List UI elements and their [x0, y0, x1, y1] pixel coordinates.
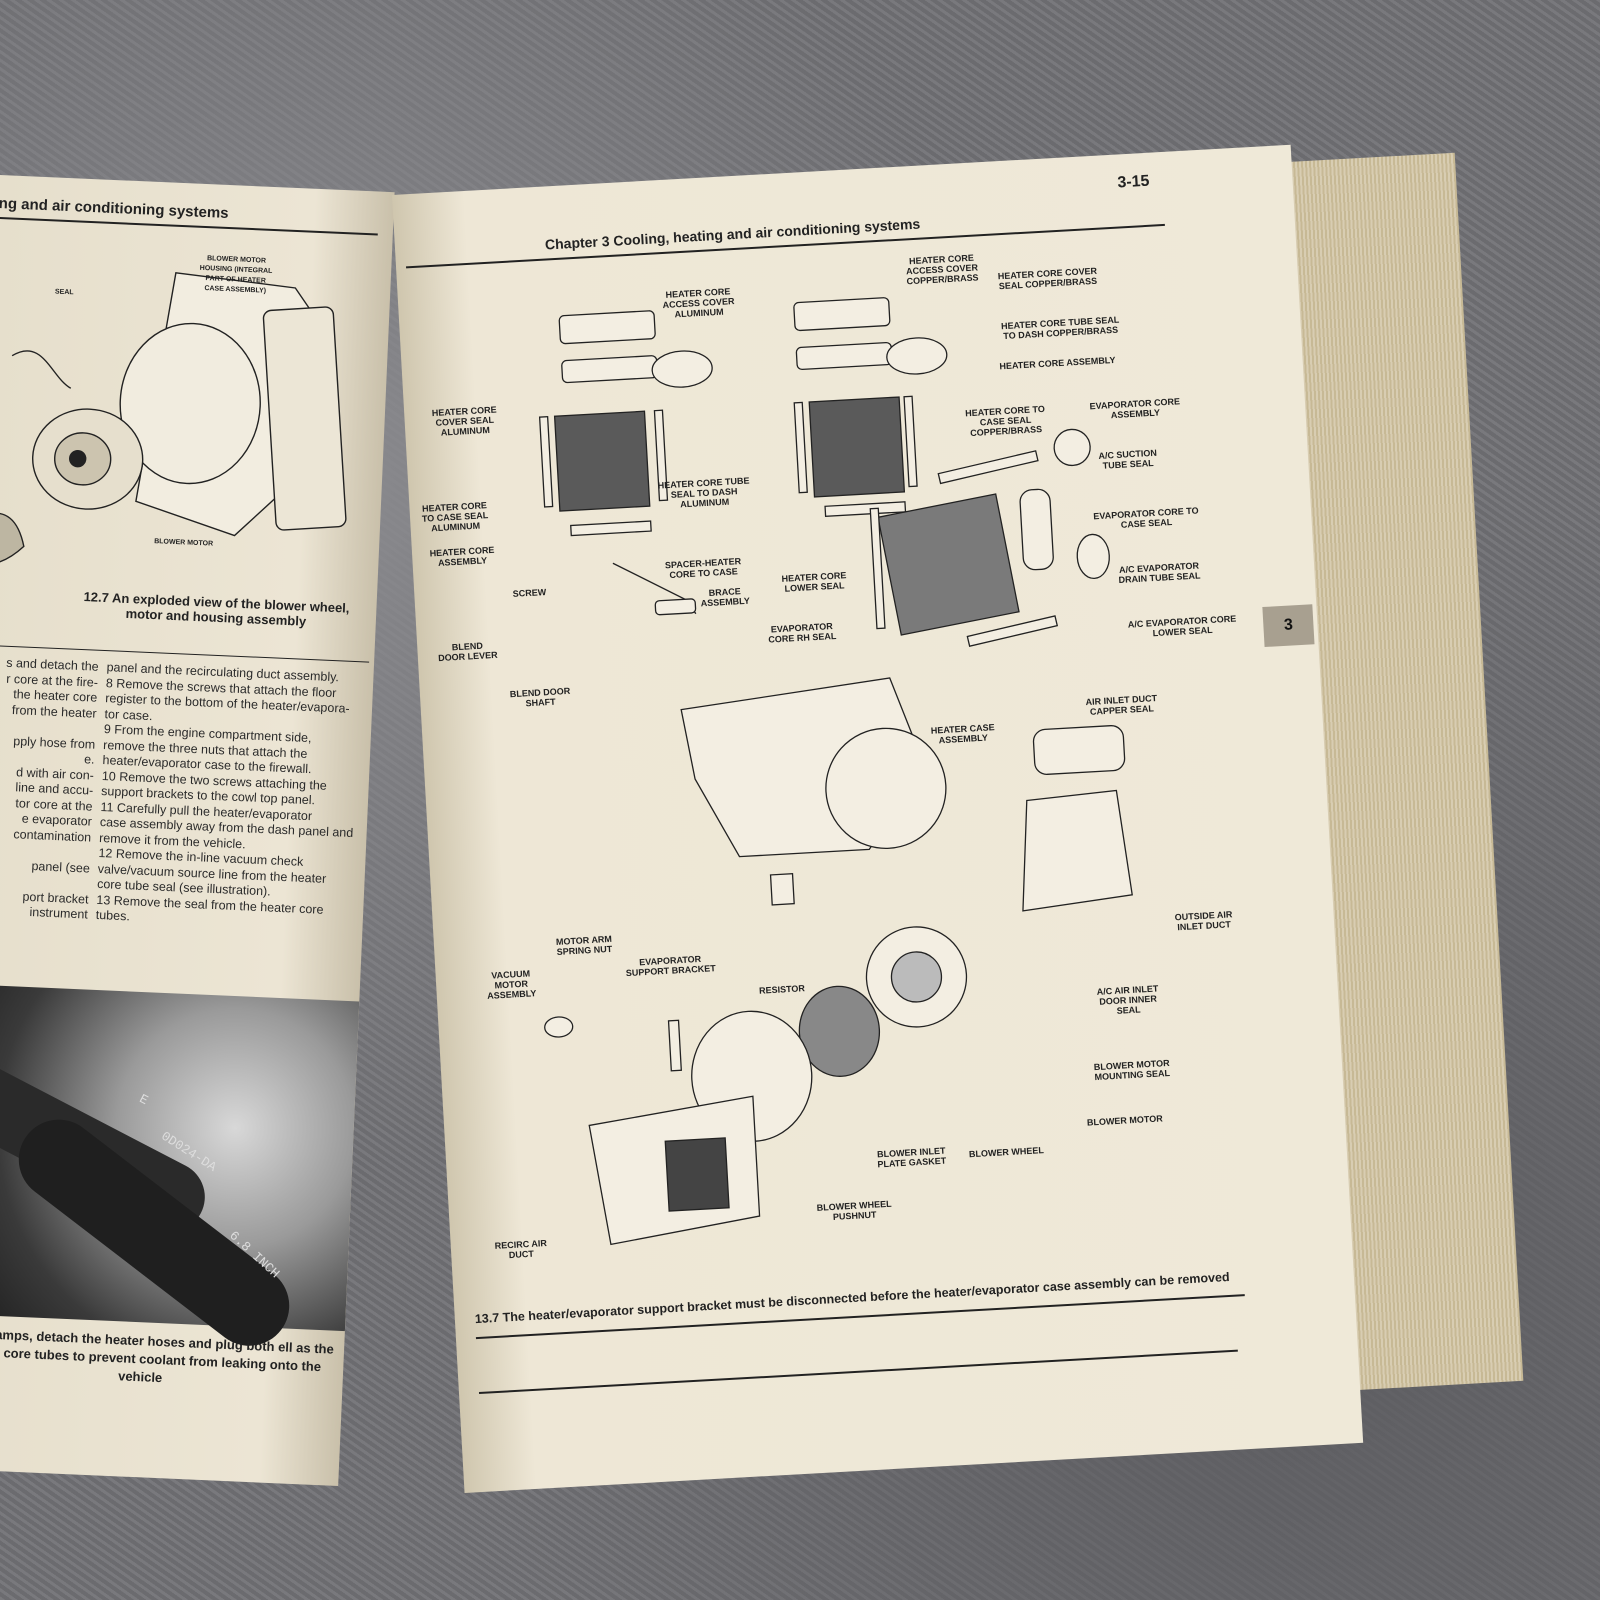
label-seal: SEAL: [54, 288, 74, 297]
blower-exploded-illustration: [0, 271, 347, 566]
label-hc-assembly-left: HEATER CORE ASSEMBLY: [429, 544, 495, 568]
engine-bay-photo: E 0D024-DA 6.8 INCH: [0, 984, 360, 1362]
label-hc-tube-seal-dash-al: HEATER CORE TUBE SEAL TO DASH ALUMINUM: [657, 475, 750, 510]
left-page: ng and air conditioning systems BLOWER M…: [0, 175, 395, 1486]
label-blend-door-shaft: BLEND DOOR SHAFT: [509, 685, 571, 709]
label-blend-door-lever: BLEND DOOR LEVER: [437, 640, 498, 664]
right-page: 3-15 Chapter 3 Cooling, heating and air …: [392, 144, 1364, 1493]
label-hc-case-seal-al: HEATER CORE TO CASE SEAL ALUMINUM: [421, 500, 489, 534]
figure-caption-13-7: 13.7 The heater/evaporator support brack…: [474, 1269, 1230, 1327]
left-body-column-1: s and detach the r core at the fire- the…: [0, 655, 99, 923]
label-hc-access-cover-cu: HEATER CORE ACCESS COVER COPPER/BRASS: [905, 252, 979, 287]
label-ac-air-inlet-door: A/C AIR INLET DOOR INNER SEAL: [1096, 983, 1159, 1016]
label-blower-motor-housing: BLOWER MOTOR HOUSING (INTEGRAL PART OF H…: [199, 255, 273, 295]
label-vacuum-motor: VACUUM MOTOR ASSEMBLY: [486, 968, 537, 1001]
label-brace-assembly: BRACE ASSEMBLY: [700, 586, 751, 609]
left-body-column-2: panel and the recirculating duct assembl…: [95, 660, 361, 934]
heater-evaporator-exploded-diagram: [538, 297, 1133, 1246]
chapter-tab: 3: [1262, 604, 1315, 647]
bottom-rule: [478, 1349, 1238, 1394]
hose-marking: E: [136, 1091, 151, 1109]
page-number: 3-15: [1116, 172, 1150, 192]
heater-hose: [2, 1103, 306, 1362]
label-hc-case-seal-cu: HEATER CORE TO CASE SEAL COPPER/BRASS: [964, 403, 1046, 439]
label-outside-air-inlet-duct: OUTSIDE AIR INLET DUCT: [1174, 909, 1233, 933]
label-hc-access-cover-al: HEATER CORE ACCESS COVER ALUMINUM: [662, 286, 735, 320]
label-hc-cover-seal-al: HEATER CORE COVER SEAL ALUMINUM: [431, 404, 497, 438]
chapter-header: Chapter 3 Cooling, heating and air condi…: [544, 215, 921, 253]
label-recirc-air-duct: RECIRC AIR DUCT: [494, 1237, 548, 1261]
photo-caption: n the clamps, detach the heater hoses an…: [0, 1325, 335, 1386]
